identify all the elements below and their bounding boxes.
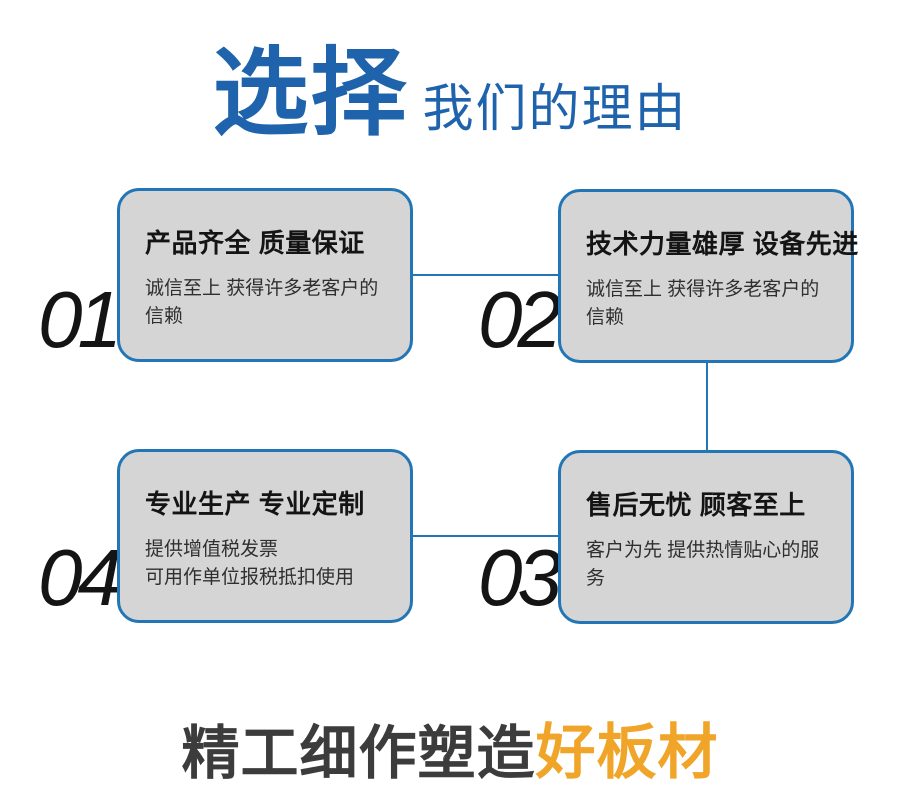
section-title-rest: 我们的理由: [422, 80, 688, 137]
step-number-01: 01: [38, 275, 122, 364]
step-number-04: 04: [38, 533, 122, 622]
reason-card-title: 专业生产 专业定制: [145, 489, 365, 519]
reason-card-title: 技术力量雄厚 设备先进: [586, 229, 859, 259]
reason-card-03: 售后无忧 顾客至上 客户为先 提供热情贴心的服务: [558, 450, 854, 624]
reason-card-desc: 提供增值税发票 可用作单位报税抵扣使用: [145, 539, 355, 588]
reason-card-desc: 诚信至上 获得许多老客户的信赖: [586, 279, 820, 328]
section-title-emphasis: 选择: [212, 40, 409, 147]
reason-card-04: 专业生产 专业定制 提供增值税发票 可用作单位报税抵扣使用: [117, 449, 413, 623]
reason-card-desc: 客户为先 提供热情贴心的服务: [586, 540, 820, 589]
reason-card-title: 产品齐全 质量保证: [145, 228, 365, 258]
footer-headline: 精工细作塑造好板材: [0, 704, 900, 791]
step-number-03: 03: [478, 533, 562, 622]
connector-line-04-03: [412, 535, 559, 537]
step-number-02: 02: [478, 275, 562, 364]
reason-card-desc: 诚信至上 获得许多老客户的信赖: [145, 278, 379, 327]
connector-line-01-02: [412, 274, 559, 276]
reason-card-01: 产品齐全 质量保证 诚信至上 获得许多老客户的信赖: [117, 188, 413, 362]
footer-headline-accent: 好板材: [535, 719, 719, 786]
connector-line-02-03: [706, 362, 708, 451]
reason-card-title: 售后无忧 顾客至上: [586, 490, 806, 520]
footer-headline-dark: 精工细作塑造: [181, 721, 536, 786]
section-header: 选择 我们的理由: [0, 40, 900, 148]
reason-card-02: 技术力量雄厚 设备先进 诚信至上 获得许多老客户的信赖: [558, 189, 859, 363]
